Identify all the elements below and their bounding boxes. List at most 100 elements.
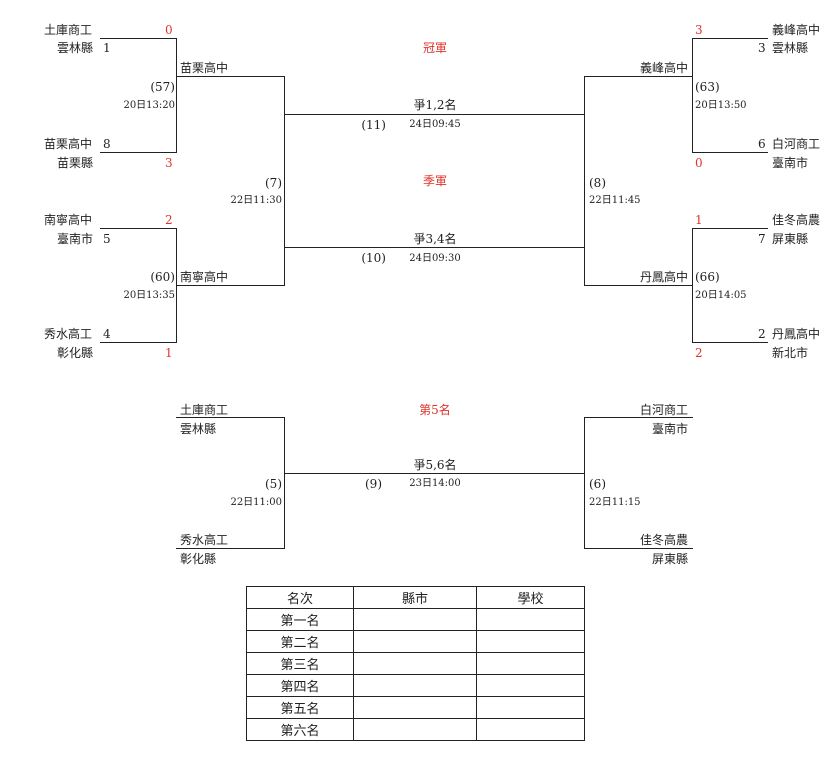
rank-cell: 第三名 — [246, 652, 354, 675]
county-cell[interactable] — [353, 652, 477, 675]
bracket-line — [475, 114, 584, 115]
bracket-line — [284, 417, 285, 549]
team-name: 南寧高中 — [44, 213, 93, 227]
team-county: 苗栗縣 — [57, 156, 94, 170]
team-name: 佳冬高農 — [639, 533, 688, 547]
match-time: 20日14:05 — [695, 290, 747, 301]
school-cell[interactable] — [476, 718, 585, 741]
column-header: 縣市 — [353, 586, 477, 609]
team-score: 2 — [695, 346, 703, 360]
team-seed: 5 — [103, 232, 111, 246]
county-cell[interactable] — [353, 608, 477, 631]
team-name: 秀水高工 — [180, 533, 229, 547]
team-score: 3 — [165, 156, 173, 170]
third-match-number: (10) — [361, 251, 386, 265]
table-row: 第二名 — [246, 630, 585, 653]
school-cell[interactable] — [476, 652, 585, 675]
team-county: 雲林縣 — [57, 41, 94, 55]
match-number: (6) — [589, 477, 606, 491]
bracket-line — [176, 548, 285, 549]
county-cell[interactable] — [353, 696, 477, 719]
match-number: (5) — [265, 477, 282, 491]
match-number: (7) — [265, 176, 282, 190]
rank-cell: 第六名 — [246, 718, 354, 741]
school-cell[interactable] — [476, 630, 585, 653]
match-time: 22日11:45 — [589, 195, 641, 206]
county-cell[interactable] — [353, 718, 477, 741]
bracket-line — [284, 473, 585, 474]
rank-cell: 第四名 — [246, 674, 354, 697]
bracket-line — [176, 285, 285, 286]
bracket-line — [584, 285, 693, 286]
team-name: 苗栗高中 — [44, 137, 93, 151]
team-county: 臺南市 — [651, 422, 688, 436]
team-seed: 1 — [103, 41, 111, 55]
winner-name: 苗栗高中 — [180, 61, 229, 75]
match-time: 20日13:50 — [695, 100, 747, 111]
third-place-title: 季軍 — [422, 174, 447, 188]
fifth-match-time: 23日14:00 — [409, 478, 461, 489]
column-header: 名次 — [246, 586, 354, 609]
final-time: 24日09:45 — [409, 119, 461, 130]
team-county: 彰化縣 — [57, 346, 94, 360]
bracket-line — [584, 417, 693, 418]
bracket-line — [692, 38, 768, 39]
team-seed: 2 — [758, 327, 766, 341]
team-name: 丹鳳高中 — [772, 327, 821, 341]
bracket-line — [284, 247, 475, 248]
third-match-label: 爭3,4名 — [413, 232, 457, 246]
team-name: 土庫商工 — [44, 23, 93, 37]
county-cell[interactable] — [353, 674, 477, 697]
bracket-line — [100, 342, 177, 343]
bracket-line — [692, 342, 768, 343]
match-time: 22日11:15 — [589, 497, 641, 508]
match-time: 22日11:30 — [230, 195, 282, 206]
team-county: 新北市 — [772, 346, 809, 360]
team-name: 義峰高中 — [772, 23, 821, 37]
team-score: 2 — [165, 213, 173, 227]
team-county: 彰化縣 — [180, 552, 217, 566]
match-number: (8) — [589, 176, 606, 190]
team-seed: 7 — [758, 232, 766, 246]
results-table: 名次 縣市 學校 第一名 第二名 第三名 第四名 第五名 第六名 — [246, 586, 585, 741]
school-cell[interactable] — [476, 608, 585, 631]
bracket-line — [176, 76, 285, 77]
bracket-line — [692, 38, 693, 153]
match-time: 22日11:00 — [230, 497, 282, 508]
table-row: 第五名 — [246, 696, 585, 719]
bracket-line — [284, 114, 475, 115]
team-score: 0 — [695, 156, 703, 170]
bracket-line — [692, 228, 693, 343]
champion-title: 冠軍 — [422, 41, 447, 55]
winner-name: 南寧高中 — [180, 270, 229, 284]
team-name: 秀水高工 — [44, 327, 93, 341]
bracket-line — [584, 76, 693, 77]
team-name: 土庫商工 — [180, 403, 229, 417]
fifth-place-title: 第5名 — [419, 403, 451, 417]
bracket-line — [692, 228, 768, 229]
bracket-line — [176, 417, 285, 418]
team-seed: 4 — [103, 327, 111, 341]
team-name: 白河商工 — [639, 403, 688, 417]
team-county: 屏東縣 — [651, 552, 688, 566]
bracket-line — [584, 417, 585, 549]
table-row: 第六名 — [246, 718, 585, 741]
bracket-line — [100, 38, 177, 39]
team-county: 雲林縣 — [772, 41, 809, 55]
third-match-time: 24日09:30 — [409, 253, 461, 264]
team-county: 臺南市 — [57, 232, 94, 246]
winner-name: 丹鳳高中 — [639, 270, 688, 284]
team-name: 佳冬高農 — [772, 213, 821, 227]
match-number: (60) — [150, 270, 175, 284]
team-seed: 3 — [758, 41, 766, 55]
bracket-line — [584, 548, 693, 549]
school-cell[interactable] — [476, 674, 585, 697]
match-number: (66) — [695, 270, 720, 284]
county-cell[interactable] — [353, 630, 477, 653]
bracket-line — [692, 152, 768, 153]
match-number: (57) — [150, 80, 175, 94]
final-match-number: (11) — [361, 118, 386, 132]
bracket-line — [284, 76, 285, 286]
school-cell[interactable] — [476, 696, 585, 719]
team-score: 1 — [695, 213, 703, 227]
